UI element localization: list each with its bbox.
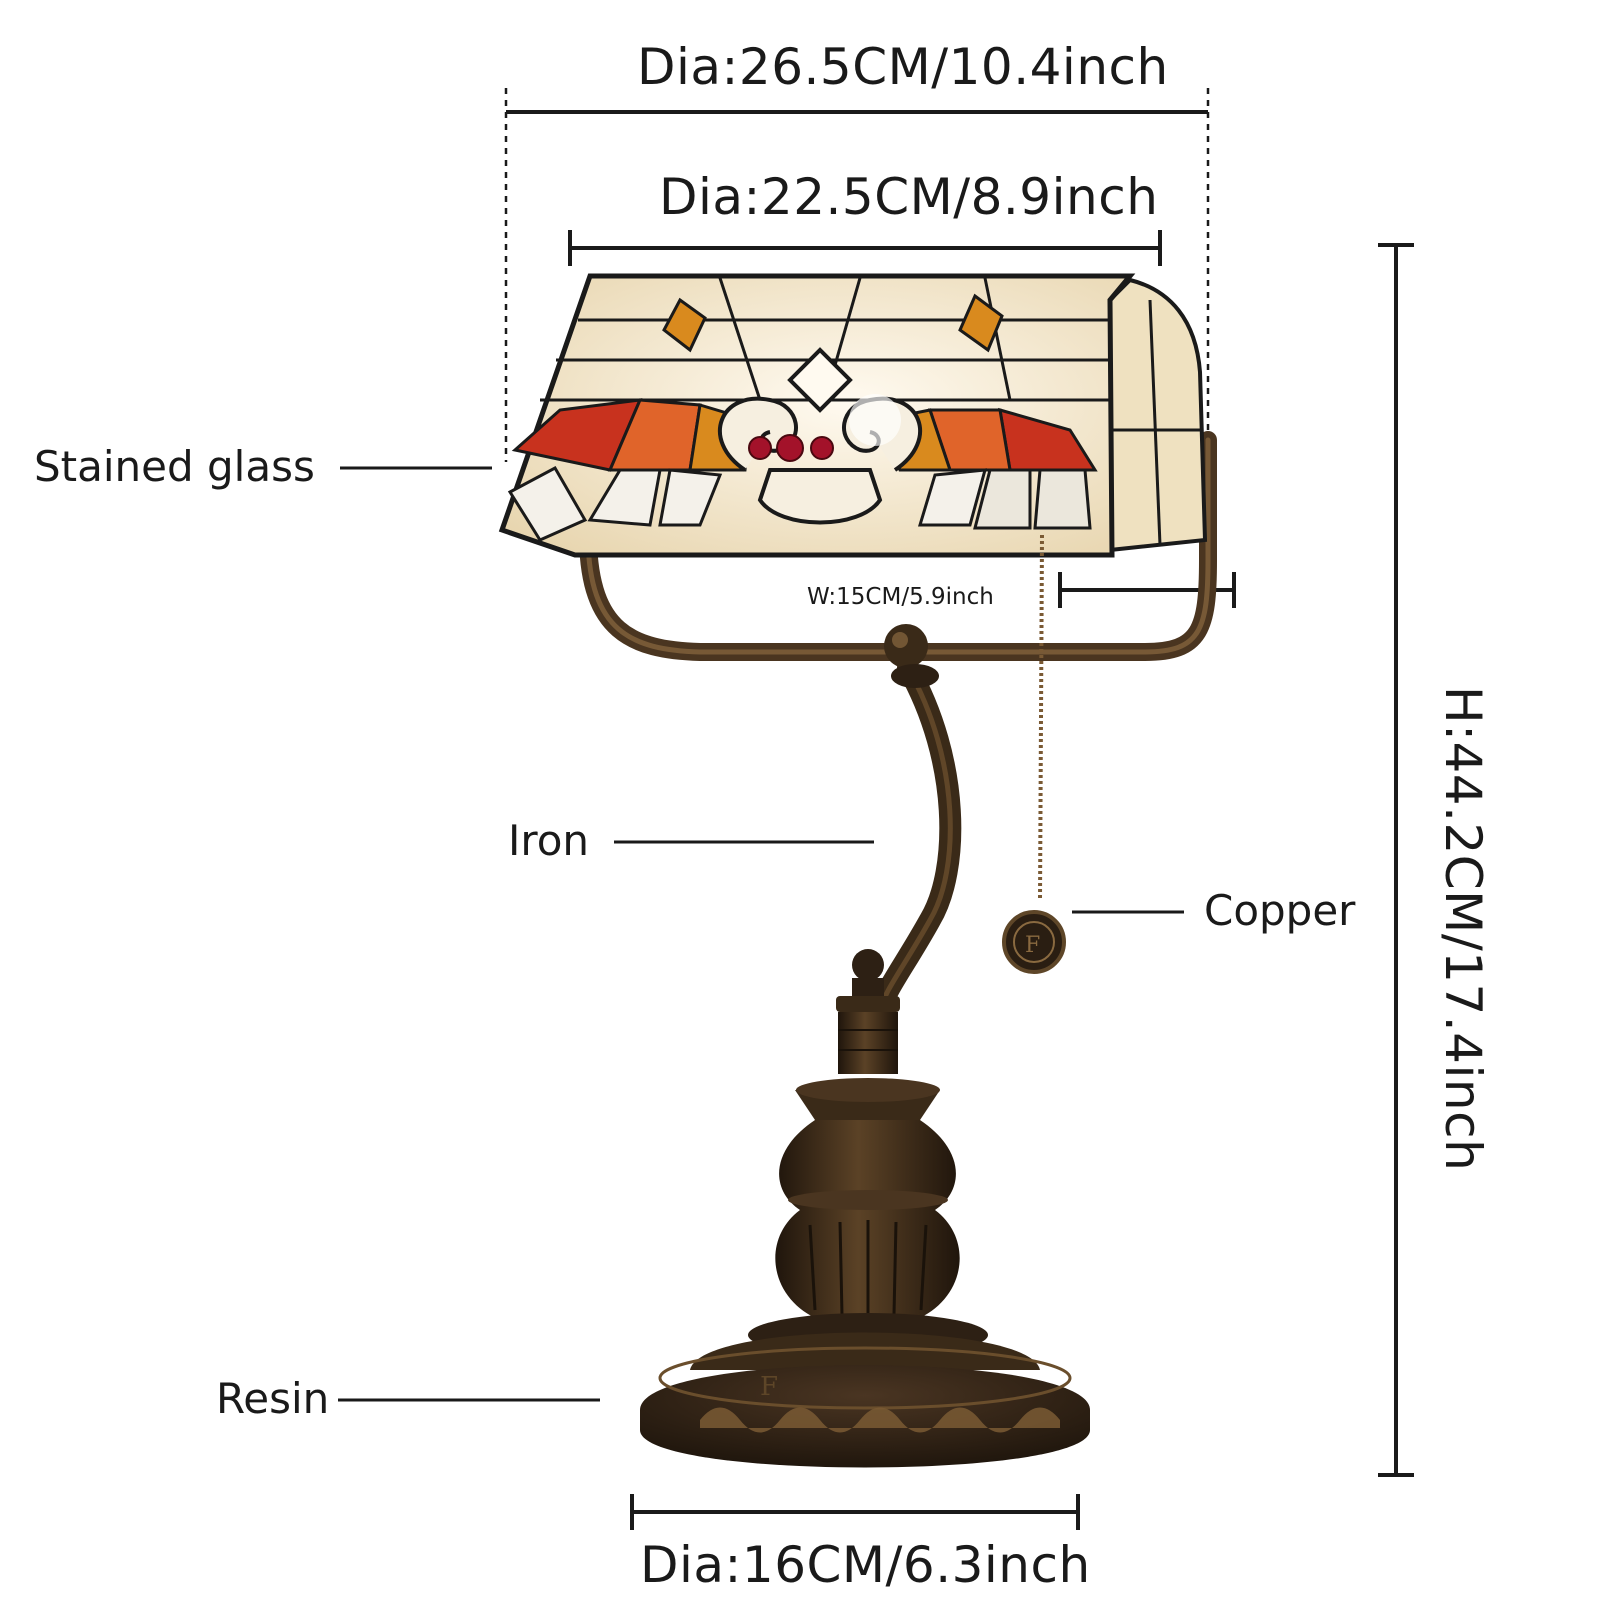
stained-glass-shade: [498, 273, 1208, 558]
svg-text:F: F: [1025, 933, 1040, 958]
shade-width-label: W:15CM/5.9inch: [807, 584, 994, 610]
base-diameter-label: Dia:16CM/6.3inch: [640, 1536, 1091, 1594]
copper-pull-chain: F: [1002, 534, 1066, 974]
resin-label: Resin: [216, 1374, 330, 1423]
outer-diameter-label: Dia:26.5CM/10.4inch: [637, 38, 1169, 96]
height-label: H:44.2CM/17.4inch: [1434, 686, 1492, 1172]
stained-glass-label: Stained glass: [34, 442, 315, 491]
outer-diameter-dimension-line: [504, 88, 1210, 462]
svg-text:F: F: [760, 1372, 778, 1402]
base-diameter-dimension-line: [630, 1494, 1080, 1530]
red-jewel-row: [748, 434, 834, 462]
inner-diameter-dimension-line: [568, 230, 1162, 266]
iron-label: Iron: [508, 816, 590, 865]
lamp-vase-body: [775, 1120, 960, 1320]
copper-label: Copper: [1204, 886, 1356, 935]
lamp-arm: [579, 431, 1217, 1021]
height-dimension-line: [1378, 243, 1414, 1477]
lamp-neck: [795, 949, 940, 1120]
resin-base: F: [640, 1313, 1090, 1468]
inner-diameter-label: Dia:22.5CM/8.9inch: [659, 168, 1159, 226]
